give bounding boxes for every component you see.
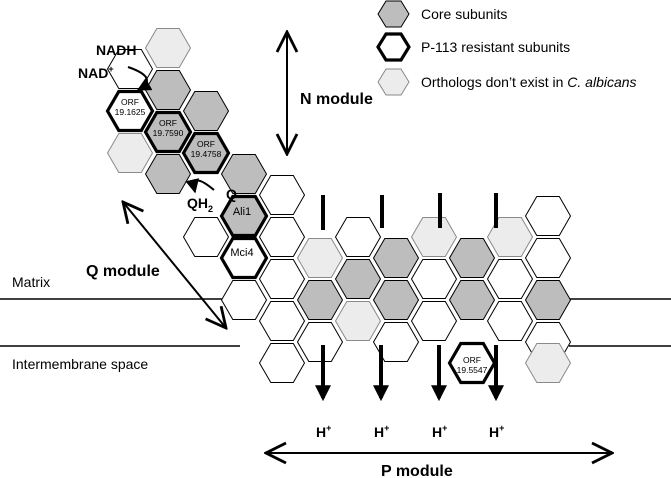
subunit-hexagon <box>182 91 230 131</box>
q-reaction-arrow <box>185 178 215 194</box>
subunit-hexagon <box>144 28 192 68</box>
subunit-hexagon <box>220 280 268 320</box>
subunit-hexagon <box>143 110 193 154</box>
subunit-hexagon <box>372 280 420 320</box>
proton-labels: H+ H+ H+ H+ <box>316 423 504 440</box>
subunit-hexagon <box>258 217 306 257</box>
subunit-hexagon <box>524 280 572 320</box>
nad-label: NAD+ <box>78 64 114 81</box>
subunit-hexagon <box>219 194 269 238</box>
subunit-hexagon <box>486 259 534 299</box>
p-module-label: P module <box>381 463 453 478</box>
q-label: Q <box>226 186 237 202</box>
proton-label-4: H+ <box>489 423 504 440</box>
legend-core-swatch <box>377 0 410 28</box>
diagram-labels: NADH NAD+ QH2 Q N module Q module P modu… <box>12 42 504 478</box>
subunit-hexagon <box>486 217 534 257</box>
legend-resistant-swatch <box>376 32 411 62</box>
n-module-label: N module <box>300 91 373 108</box>
legend-core-label: Core subunits <box>421 6 507 22</box>
subunit-hexagon <box>219 236 269 280</box>
subunit-hexagon <box>448 238 496 278</box>
proton-arrows <box>315 345 504 402</box>
subunit-hexagon <box>258 301 306 341</box>
ali1-label: Ali1 <box>233 206 251 218</box>
subunit-hexagon <box>296 280 344 320</box>
subunit-hexagon <box>524 238 572 278</box>
subunit-hexagon <box>334 259 382 299</box>
subunit-hexagon <box>258 175 306 215</box>
subunit-hexagon <box>486 301 534 341</box>
proton-label-2: H+ <box>374 423 389 440</box>
q-module-label: Q module <box>86 263 160 280</box>
subunit-hexagon <box>524 343 572 383</box>
legend: Core subunits P-113 resistant subunits O… <box>376 0 637 96</box>
subunit-hexagons <box>105 28 572 385</box>
subunit-hexagon <box>334 217 382 257</box>
qh2-label: QH2 <box>187 195 213 214</box>
subunit-hexagon <box>296 238 344 278</box>
subunit-hexagon <box>372 238 420 278</box>
legend-absent-label: Orthologs don’t exist in C. albicans <box>421 74 637 90</box>
matrix-label: Matrix <box>12 274 50 290</box>
subunit-hexagon <box>181 131 231 175</box>
subunit-hexagon <box>106 133 154 173</box>
proton-pump-bars <box>321 193 498 230</box>
mci4-label: Mci4 <box>230 247 253 259</box>
q-module-arrow <box>123 202 226 328</box>
subunit-hexagon <box>524 196 572 236</box>
subunit-hexagon <box>258 259 306 299</box>
subunit-hexagon <box>296 322 344 362</box>
subunit-hexagon <box>410 301 458 341</box>
subunit-hexagon <box>410 217 458 257</box>
subunit-hexagon <box>372 322 420 362</box>
subunit-hexagon <box>448 280 496 320</box>
legend-absent-swatch <box>377 68 410 96</box>
subunit-hexagon <box>258 343 306 383</box>
subunit-hexagon <box>105 89 155 133</box>
subunit-hexagon <box>144 154 192 194</box>
proton-label-1: H+ <box>316 423 331 440</box>
subunit-hexagon <box>410 259 458 299</box>
subunit-hexagon <box>334 301 382 341</box>
subunit-hexagon <box>220 154 268 194</box>
proton-label-3: H+ <box>432 423 447 440</box>
subunit-hexagon <box>144 70 192 110</box>
nadh-reaction-arrow <box>127 66 153 91</box>
subunit-hexagon <box>182 217 230 257</box>
ims-label: Intermembrane space <box>12 356 148 372</box>
nadh-label: NADH <box>96 42 136 58</box>
legend-resistant-label: P-113 resistant subunits <box>421 39 570 55</box>
